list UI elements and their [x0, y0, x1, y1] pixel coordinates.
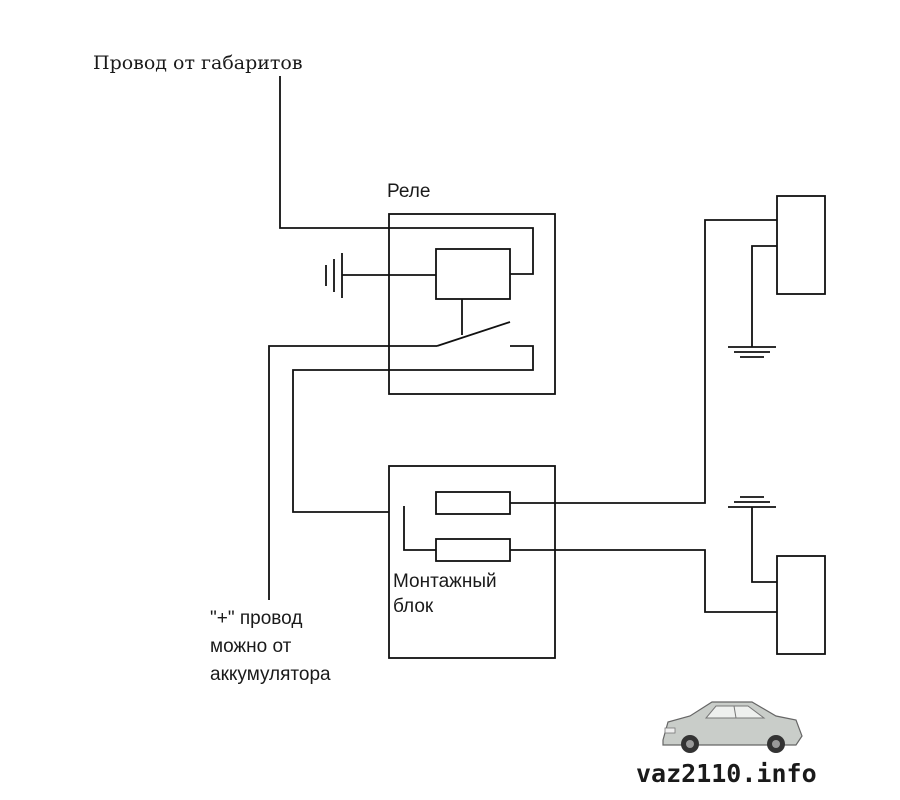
relay-switch-contact [436, 321, 511, 347]
marker-wire [279, 76, 534, 275]
relay-ground-symbol [325, 253, 436, 298]
fuse-upper [435, 491, 511, 515]
upper-ground-symbol [728, 346, 776, 358]
lower-lamp-wire [510, 549, 777, 613]
upper-lamp [776, 195, 826, 295]
relay-label: Реле [387, 181, 430, 202]
mounting-block-label-2: блок [393, 596, 434, 617]
upper-lamp-wire [510, 219, 777, 504]
plus-wire-label-3: аккумулятора [210, 664, 331, 685]
battery-plus-wire [268, 345, 437, 600]
site-watermark: vaz2110.info [636, 759, 817, 788]
upper-lamp-ground-wire [751, 245, 777, 347]
fuse-split-wire [403, 506, 436, 551]
plus-wire-label-2: можно от [210, 636, 292, 657]
mounting-block-label-1: Монтажный [393, 571, 497, 592]
lower-ground-symbol [728, 496, 776, 508]
car-logo-image [662, 701, 803, 753]
lower-lamp-ground-wire [751, 507, 777, 583]
marker-wire-label: Провод от габаритов [93, 52, 303, 74]
relay-coil [435, 248, 511, 300]
fuse-lower [435, 538, 511, 562]
relay-housing [388, 213, 556, 395]
plus-wire-label-1: "+" провод [210, 608, 302, 629]
lower-lamp [776, 555, 826, 655]
